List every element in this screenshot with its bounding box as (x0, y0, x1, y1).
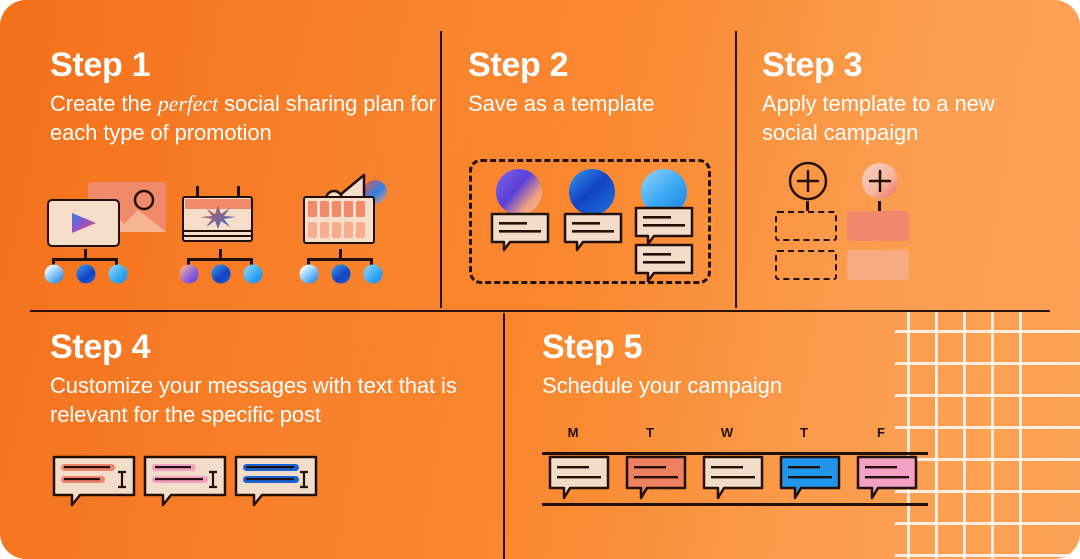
calendar-rule-top (542, 452, 928, 455)
social-spheres-group-1 (44, 264, 128, 284)
scheduled-post-mon (548, 455, 610, 500)
step-5-text: Step 5 Schedule your campaign (542, 330, 942, 400)
campaign-block-1 (847, 211, 909, 241)
avatar-circle-3 (641, 169, 687, 215)
add-connector-line-left (806, 201, 809, 211)
connector-bracket-1 (52, 249, 118, 265)
calendar-card-header (184, 198, 251, 209)
connector-bracket-2 (187, 249, 253, 265)
step-4-title: Step 4 (50, 328, 151, 366)
starburst-icon (200, 205, 236, 229)
calendar-rule-bottom (542, 503, 928, 506)
divider-horizontal-main (30, 310, 1050, 312)
step-5-body: Schedule your campaign (542, 373, 782, 398)
image-placeholder-card (88, 182, 166, 232)
calendar-card-front (182, 196, 253, 232)
step-1-title: Step 1 (50, 46, 151, 84)
divider-vertical-1 (440, 31, 442, 308)
image-placeholder-graphic (88, 189, 166, 232)
connector-bracket-3 (307, 249, 373, 265)
social-spheres-group-2 (179, 264, 263, 284)
video-card (47, 199, 120, 247)
megaphone-sphere (363, 180, 387, 204)
day-label-mon: M (567, 425, 579, 440)
template-bubble-1 (490, 212, 550, 252)
campaign-block-2 (847, 250, 909, 280)
calendar-card-back-1 (182, 228, 253, 237)
step-3-body: Apply template to a new social campaign (762, 91, 995, 146)
divider-vertical-3 (503, 313, 505, 559)
template-bubble-2 (563, 212, 623, 252)
placeholder-box-1 (775, 211, 837, 241)
avatar-circle-1 (496, 169, 542, 215)
add-circle-filled-icon (862, 163, 898, 199)
step-3-text: Step 3 Apply template to a new social ca… (762, 48, 1052, 148)
step-1-body-italic: perfect (157, 91, 219, 116)
avatar-circle-2 (569, 169, 615, 215)
template-bubble-3a (634, 206, 694, 246)
step-1-body-post: social sharing plan for each type of pro… (50, 91, 436, 146)
placeholder-box-2 (775, 250, 837, 280)
analytics-grid-card (303, 196, 375, 244)
analytics-grid-bars (308, 201, 365, 238)
social-spheres-group-3 (299, 264, 383, 284)
message-bubble-salmon (52, 455, 136, 507)
add-connector-line-right (878, 201, 881, 211)
template-dashed-frame (469, 159, 711, 284)
calendar-ring-right (237, 186, 240, 197)
scheduled-post-thu (779, 455, 841, 500)
day-label-tue: T (646, 425, 654, 440)
megaphone-icon (324, 173, 366, 235)
day-label-thu: T (800, 425, 808, 440)
add-circle-outline-icon (788, 161, 828, 201)
calendar-grid-decoration (895, 312, 1080, 559)
message-bubble-blue (234, 455, 318, 507)
step-3-title: Step 3 (762, 46, 863, 84)
step-5-title: Step 5 (542, 328, 643, 366)
step-2-body: Save as a template (468, 91, 655, 116)
scheduled-post-tue (625, 455, 687, 500)
step-4-body: Customize your messages with text that i… (50, 373, 457, 428)
day-label-wed: W (720, 425, 734, 440)
step-1-text: Step 1 Create the perfect social sharing… (50, 48, 440, 148)
scheduled-post-wed (702, 455, 764, 500)
divider-vertical-2 (735, 31, 737, 308)
step-2-text: Step 2 Save as a template (468, 48, 728, 118)
step-2-title: Step 2 (468, 46, 569, 84)
template-bubble-3b (634, 243, 694, 283)
step-1-body: Create the perfect social sharing plan f… (50, 89, 440, 148)
step-4-text: Step 4 Customize your messages with text… (50, 330, 490, 430)
calendar-card-back-2 (182, 233, 253, 242)
message-bubble-pink (143, 455, 227, 507)
calendar-ring-left (196, 186, 199, 197)
play-triangle-icon (72, 213, 96, 233)
step-1-body-pre: Create the (50, 91, 158, 116)
